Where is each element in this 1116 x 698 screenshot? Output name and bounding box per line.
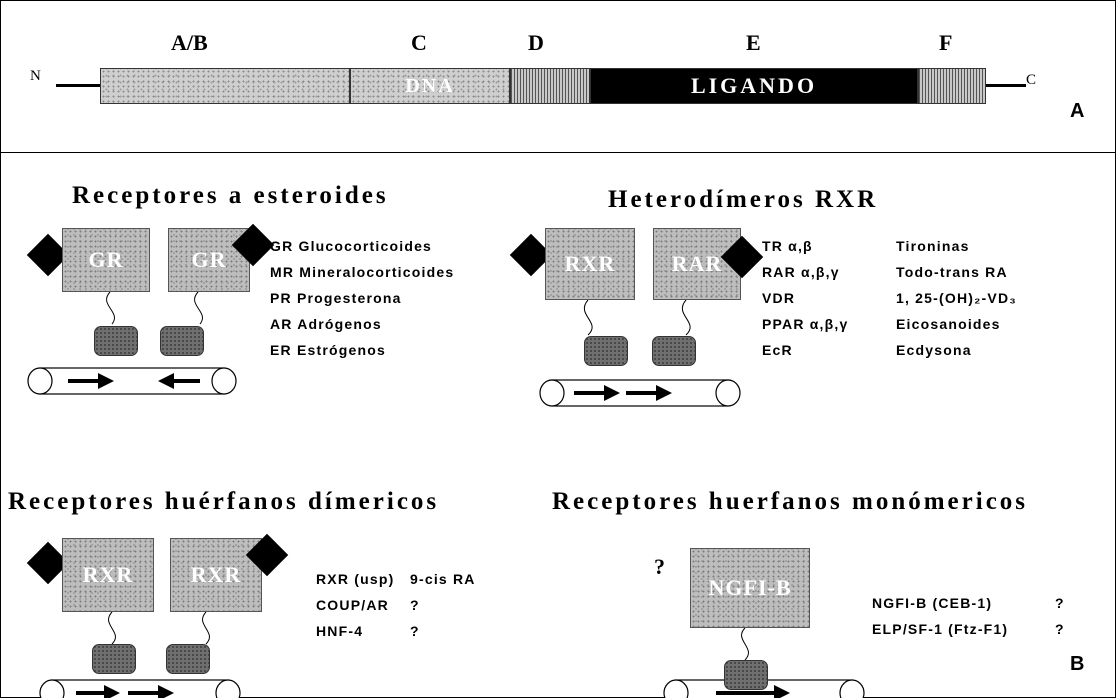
list-item-ligand: Ecdysona bbox=[896, 342, 972, 358]
dna-binding-domain-left bbox=[92, 644, 136, 674]
domain-ab-segment bbox=[100, 68, 350, 104]
dna-binding-domain-right bbox=[166, 644, 210, 674]
list-item-ligand: 9-cis RA bbox=[410, 571, 476, 587]
n-terminal-line bbox=[56, 84, 100, 87]
list-item-receptor: TR α,β bbox=[762, 238, 813, 254]
steroid-title: Receptores a esteroides bbox=[72, 182, 389, 209]
domain-d-segment bbox=[510, 68, 590, 104]
list-item: ER Estrógenos bbox=[270, 342, 386, 358]
list-item-ligand: 1, 25-(OH)₂-VD₃ bbox=[896, 290, 1017, 306]
steroid-receptor-list: GR Glucocorticoides MR Mineralocorticoid… bbox=[270, 233, 454, 363]
list-item-receptor: NGFI-B (CEB-1) bbox=[872, 595, 993, 611]
ligand-label: LIGANDO bbox=[690, 73, 818, 98]
heterodimer-ligand-list: Tironinas Todo-trans RA 1, 25-(OH)₂-VD₃ … bbox=[896, 233, 1017, 363]
list-item-receptor: EcR bbox=[762, 342, 793, 358]
dna-binding-domain-left bbox=[584, 336, 628, 366]
orphan-monomeric-title: Receptores huerfanos monómericos bbox=[552, 488, 1029, 515]
list-item-receptor: RXR (usp) bbox=[316, 571, 395, 587]
gr-receptor-box-left: GR bbox=[62, 228, 150, 292]
list-item: GR Glucocorticoides bbox=[270, 238, 433, 254]
orphan-monomeric-receptor-list: NGFI-B (CEB-1) ELP/SF-1 (Ftz-F1) bbox=[872, 590, 1008, 642]
list-item: PR Progesterona bbox=[270, 290, 402, 306]
orphan-dimeric-title: Receptores huérfanos dímericos bbox=[8, 488, 440, 515]
list-item-ligand: Tironinas bbox=[896, 238, 970, 254]
list-item-ligand: ? bbox=[410, 597, 420, 613]
rxr-receptor-box-left: RXR bbox=[62, 538, 154, 612]
list-item: MR Mineralocorticoides bbox=[270, 264, 455, 280]
unknown-ligand-mark: ? bbox=[654, 554, 665, 579]
dna-binding-domain bbox=[724, 660, 768, 690]
dna-binding-domain-right bbox=[652, 336, 696, 366]
list-item-receptor: ELP/SF-1 (Ftz-F1) bbox=[872, 621, 1009, 637]
rar-receptor-box: RAR bbox=[653, 228, 741, 300]
list-item-receptor: RAR α,β,γ bbox=[762, 264, 840, 280]
c-terminal-line bbox=[986, 84, 1026, 87]
list-item: AR Adrógenos bbox=[270, 316, 382, 332]
dna-label: DNA bbox=[405, 74, 455, 97]
list-item-receptor: HNF-4 bbox=[316, 623, 364, 639]
dna-binding-domain-right bbox=[160, 326, 204, 356]
gr-receptor-box-right: GR bbox=[168, 228, 250, 292]
panel-divider bbox=[0, 152, 1116, 153]
heterodimer-receptor-list: TR α,β RAR α,β,γ VDR PPAR α,β,γ EcR bbox=[762, 233, 848, 363]
domain-label-e: E bbox=[746, 30, 761, 55]
domain-label-ab: A/B bbox=[171, 30, 208, 55]
list-item-ligand: ? bbox=[410, 623, 420, 639]
heterodimer-title: Heterodímeros RXR bbox=[608, 186, 879, 213]
orphan-monomeric-ligand-list: ? ? bbox=[1055, 590, 1065, 642]
list-item-ligand: Todo-trans RA bbox=[896, 264, 1008, 280]
domain-label-c: C bbox=[411, 30, 427, 55]
domain-f-segment bbox=[918, 68, 986, 104]
rxr-receptor-box: RXR bbox=[545, 228, 635, 300]
domain-label-f: F bbox=[939, 30, 953, 55]
n-terminus-label: N bbox=[30, 68, 41, 84]
list-item-ligand: ? bbox=[1055, 621, 1065, 637]
list-item-ligand: Eicosanoides bbox=[896, 316, 1001, 332]
orphan-dimeric-receptor-list: RXR (usp) COUP/AR HNF-4 bbox=[316, 566, 394, 644]
domain-c-dna-segment: DNA bbox=[350, 68, 510, 104]
panel-b-label: B bbox=[1070, 653, 1085, 675]
list-item-receptor: VDR bbox=[762, 290, 796, 306]
dna-binding-domain-left bbox=[94, 326, 138, 356]
list-item-ligand: ? bbox=[1055, 595, 1065, 611]
orphan-dimeric-ligand-list: 9-cis RA ? ? bbox=[410, 566, 476, 644]
domain-e-ligand-segment: LIGANDO bbox=[590, 68, 918, 104]
rxr-receptor-box-right: RXR bbox=[170, 538, 262, 612]
ngfi-b-receptor-box: NGFI-B bbox=[690, 548, 810, 628]
list-item-receptor: PPAR α,β,γ bbox=[762, 316, 849, 332]
c-terminus-label: C bbox=[1026, 72, 1037, 88]
panel-a-label: A bbox=[1070, 100, 1085, 122]
domain-label-d: D bbox=[528, 30, 544, 55]
list-item-receptor: COUP/AR bbox=[316, 597, 389, 613]
